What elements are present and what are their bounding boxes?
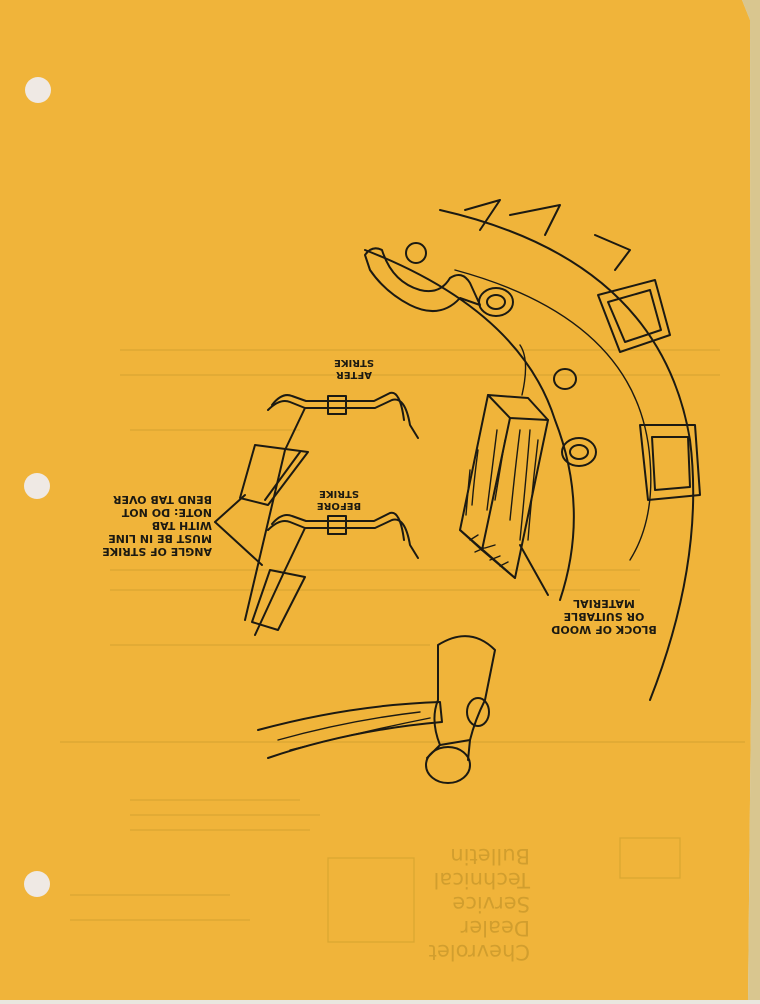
hammer-wedge <box>466 697 490 727</box>
before-strike-detail <box>251 511 419 636</box>
before-tab-profile <box>267 518 419 559</box>
block-line3: MATERIAL <box>573 597 635 610</box>
block-line2: OR SUITABLE <box>564 610 645 623</box>
angle-line1: ANGLE OF STRIKE <box>102 545 212 558</box>
before-strike-label: BEFORE STRIKE <box>317 488 361 511</box>
angle-leader-lower <box>214 521 263 566</box>
rim-flange-left <box>464 199 501 231</box>
angle-line2: MUST BE IN LINE <box>108 532 212 545</box>
rim-flange-right <box>509 204 561 236</box>
after-strike-detail <box>239 391 419 621</box>
punch-hole-middle <box>24 473 50 499</box>
after-label-line2: STRIKE <box>334 357 374 368</box>
punch-hole-top <box>25 77 51 103</box>
hammer-neck <box>426 739 471 761</box>
bleed-brand-line3: Service <box>452 892 530 916</box>
angle-line5: BEND TAB OVER <box>112 493 212 506</box>
hammer-striking-face <box>425 746 471 784</box>
bleed-brand-line1: Chevrolet <box>429 940 530 964</box>
after-strike-label: AFTER STRIKE <box>334 357 374 380</box>
block-of-wood-label: BLOCK OF WOOD OR SUITABLE MATERIAL <box>551 597 656 636</box>
wood-block-bottom <box>459 529 516 579</box>
after-strike-guide-right <box>264 451 301 501</box>
after-tab-clip <box>327 395 347 415</box>
bleed-brand-line2: Dealer <box>460 916 530 940</box>
angle-line4: NOTE: DO NOT <box>121 506 212 519</box>
bleed-brand-line5: Bulletin <box>450 844 530 868</box>
punch-hole-bottom <box>24 871 50 897</box>
angle-leader-upper <box>214 494 246 523</box>
block-leader <box>519 544 549 596</box>
hammer-handle-grain <box>277 711 431 751</box>
after-punch-tool <box>239 444 309 506</box>
bleed-brand-line4: Technical <box>434 868 531 892</box>
hammer-drawing <box>257 635 496 784</box>
wheel-vent-slot-upper <box>597 279 671 353</box>
lug-nut-lower-inner <box>569 444 589 460</box>
wood-block-drawing <box>459 394 549 579</box>
wheel-vent-slot-lower <box>639 424 701 501</box>
before-tab-clip <box>327 515 347 535</box>
before-label-line1: BEFORE <box>317 500 361 511</box>
lug-nut-lower <box>561 437 597 467</box>
after-tab-profile-upper <box>271 391 405 421</box>
wood-end-grain <box>469 534 509 567</box>
wheel-hub-drawing <box>364 199 701 701</box>
after-strike-guide-left <box>244 407 306 621</box>
bleed-through-marks <box>60 349 745 943</box>
after-tab-profile <box>267 398 419 439</box>
block-line1: BLOCK OF WOOD <box>551 623 656 636</box>
tab-bracket <box>364 247 481 313</box>
lug-hole <box>553 368 577 390</box>
angle-of-strike-note: ANGLE OF STRIKE MUST BE IN LINE WITH TAB… <box>102 493 212 558</box>
lug-nut-upper-inner <box>486 294 506 310</box>
after-label-line1: AFTER <box>336 369 372 380</box>
hammer-head <box>433 635 496 746</box>
wood-grain-lines <box>465 429 539 541</box>
wheel-vent-slot-upper-inner <box>607 289 662 343</box>
wheel-inner-contour <box>454 269 652 561</box>
tab-being-bent <box>519 344 527 396</box>
rim-flange-far <box>594 234 631 271</box>
before-tab-profile-upper <box>271 511 405 541</box>
before-punch-tool <box>251 569 306 631</box>
before-label-line2: STRIKE <box>319 488 359 499</box>
angle-line3: WITH TAB <box>152 519 212 532</box>
lug-nut-upper <box>478 287 514 317</box>
hub-inner-arc <box>364 249 575 601</box>
paper-right-edge-shadow <box>742 0 760 1000</box>
before-strike-guide <box>254 527 306 636</box>
bracket-hole <box>405 242 427 264</box>
wheel-vent-slot-lower-inner <box>651 436 691 491</box>
bleed-through-brand-block: Chevrolet Dealer Service Technical Bulle… <box>429 844 531 964</box>
wheel-rim-arc <box>439 209 695 701</box>
